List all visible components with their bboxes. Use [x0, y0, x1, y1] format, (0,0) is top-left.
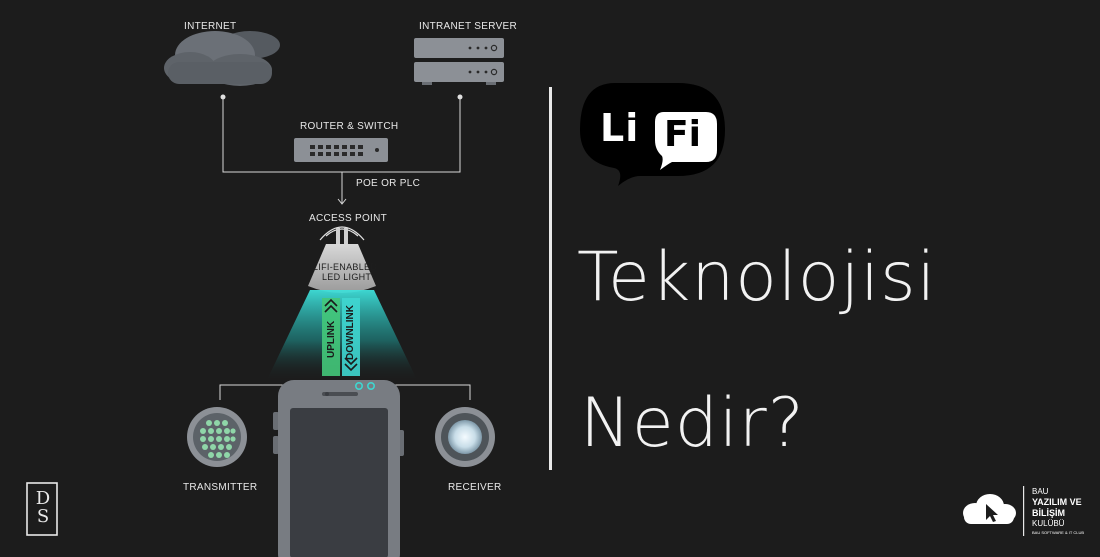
- downlink-label: DOWNLINK: [345, 305, 356, 360]
- led-light-bulb: [308, 244, 376, 293]
- lifi-logo-li: Li: [600, 106, 640, 150]
- receiver-label: RECEIVER: [448, 482, 502, 493]
- access-point-icon: [319, 226, 365, 246]
- internet-label: INTERNET: [184, 21, 237, 32]
- bau-club-logo-icon: [963, 486, 1025, 536]
- router-switch-icon: [294, 138, 388, 162]
- smartphone-icon: [273, 380, 404, 557]
- intranet-server-label: INTRANET SERVER: [419, 21, 518, 32]
- vertical-divider: [549, 87, 552, 470]
- club-line5: BAU SOFTWARE & IT CLUB: [1032, 530, 1085, 535]
- led-light-label-line2: LED LIGHT: [322, 272, 372, 282]
- headline-line1: Teknolojisi: [577, 238, 937, 317]
- transmitter-icon: [187, 407, 247, 467]
- uplink-bar: [322, 298, 340, 376]
- transmitter-label: TRANSMITTER: [183, 482, 258, 493]
- uplink-label: UPLINK: [326, 320, 337, 358]
- poe-plc-label: POE OR PLC: [356, 178, 421, 189]
- intranet-server-icon: [414, 38, 504, 85]
- club-line3: BİLİŞİM: [1032, 508, 1065, 518]
- router-switch-label: ROUTER & SWITCH: [300, 121, 399, 132]
- club-line4: KULÜBÜ: [1032, 519, 1065, 528]
- lifi-logo-fi: Fi: [664, 114, 701, 155]
- connection-lines: [219, 94, 471, 400]
- lifi-logo: [580, 83, 725, 186]
- internet-cloud-icon: [164, 31, 280, 86]
- ds-logo-text: DS: [35, 488, 51, 527]
- downlink-bar: [342, 298, 360, 376]
- access-point-label: ACCESS POINT: [309, 213, 388, 224]
- club-line2: YAZILIM VE: [1032, 497, 1082, 507]
- headline-line2: Nedir?: [580, 384, 805, 463]
- led-light-label-line1: LIFI-ENABLED: [313, 262, 378, 272]
- receiver-icon: [435, 407, 495, 467]
- ds-logo: [26, 482, 58, 536]
- club-line1: BAU: [1032, 487, 1049, 496]
